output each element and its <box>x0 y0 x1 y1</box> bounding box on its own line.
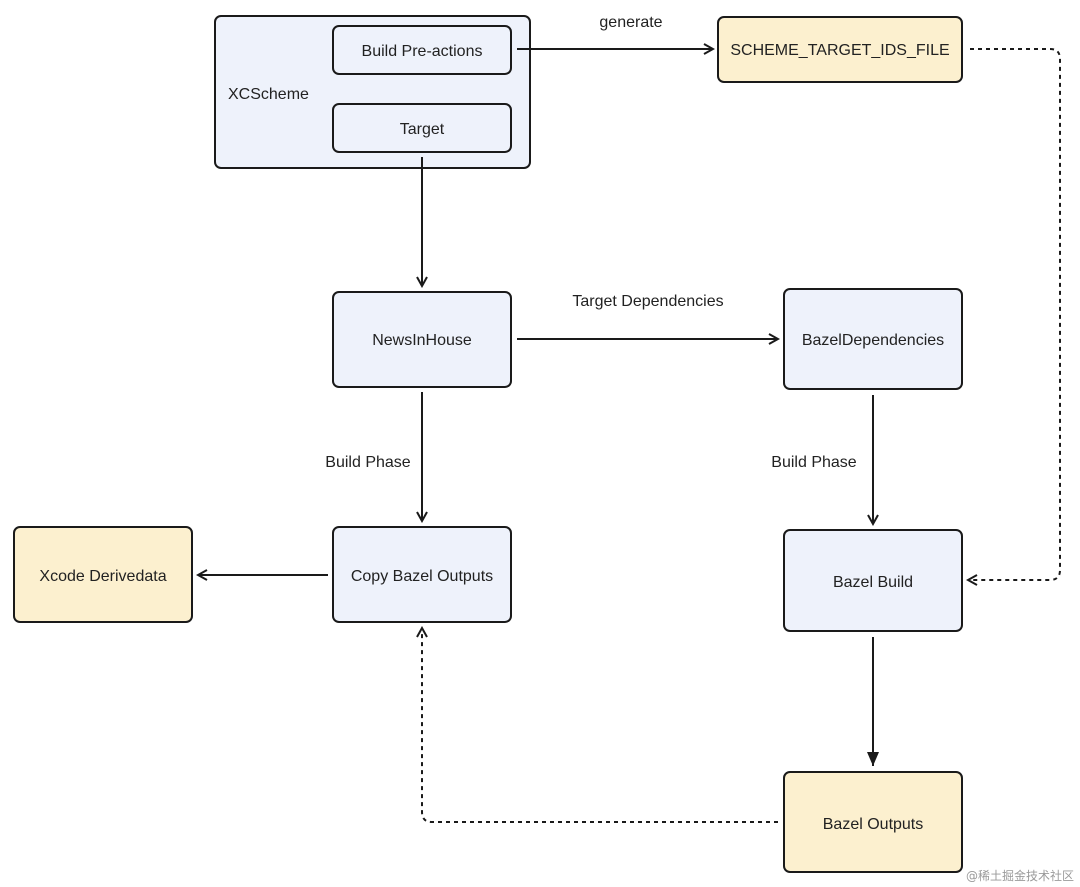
edge-label-build-phase-right: Build Phase <box>771 454 856 471</box>
xcscheme-label: XCScheme <box>228 86 309 103</box>
scheme-target-ids-file-label: SCHEME_TARGET_IDS_FILE <box>730 42 949 59</box>
build-pre-actions-node: Build Pre-actions <box>332 25 512 75</box>
edge-label-build-phase-left: Build Phase <box>325 454 410 471</box>
bazel-dependencies-node: BazelDependencies <box>783 288 963 390</box>
copy-bazel-outputs-node: Copy Bazel Outputs <box>332 526 512 623</box>
bazel-build-label: Bazel Build <box>833 574 913 591</box>
target-label: Target <box>400 121 445 138</box>
edge-label-generate: generate <box>599 14 662 31</box>
xcode-derivedata-label: Xcode Derivedata <box>39 568 166 585</box>
edge-bazel-outputs-to-copy <box>422 628 778 823</box>
bazel-outputs-node: Bazel Outputs <box>783 771 963 873</box>
bazel-dependencies-label: BazelDependencies <box>802 332 944 349</box>
news-in-house-label: NewsInHouse <box>372 332 472 349</box>
edge-ids-file-to-bazel-build <box>968 48 1061 580</box>
copy-bazel-outputs-label: Copy Bazel Outputs <box>351 568 493 585</box>
news-in-house-node: NewsInHouse <box>332 291 512 388</box>
edge-label-target-dependencies: Target Dependencies <box>572 293 723 310</box>
target-node: Target <box>332 103 512 153</box>
scheme-target-ids-file-node: SCHEME_TARGET_IDS_FILE <box>717 16 963 83</box>
build-pre-actions-label: Build Pre-actions <box>362 43 483 60</box>
xcode-derivedata-node: Xcode Derivedata <box>13 526 193 623</box>
watermark: @稀土掘金技术社区 <box>966 868 1074 883</box>
bazel-outputs-label: Bazel Outputs <box>823 816 924 833</box>
bazel-build-node: Bazel Build <box>783 529 963 632</box>
